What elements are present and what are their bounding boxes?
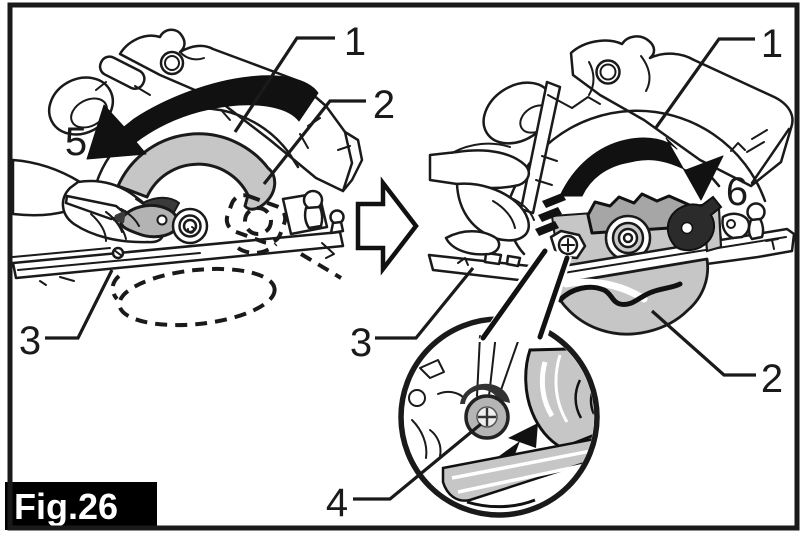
- callout-4-detail: 4: [326, 481, 348, 525]
- left-dashed-guard-path: [117, 266, 277, 328]
- right-knob: [746, 202, 766, 222]
- magnifier-detail: [398, 246, 600, 518]
- callout-numbers: 1 2 5 3 1 6 3 2 4: [19, 20, 783, 525]
- figure-label-background: [5, 482, 157, 530]
- leader-right-3: [375, 266, 475, 340]
- transition-arrow-icon: [355, 176, 419, 276]
- callout-1-left: 1: [344, 20, 366, 64]
- right-guard-screw: [549, 229, 587, 260]
- leader-detail-4: [353, 422, 483, 501]
- callout-3-left: 3: [19, 319, 41, 363]
- callout-6-right: 6: [726, 170, 748, 214]
- right-grip-rod: [519, 80, 562, 215]
- left-rear-grip: [47, 76, 115, 136]
- left-phantom-lever-dashed: [224, 193, 288, 255]
- figure-label: Fig.26: [14, 486, 118, 527]
- leader-right-2: [650, 309, 756, 377]
- left-front-grip-bar: [98, 55, 146, 90]
- right-hand: [428, 142, 535, 256]
- callout-1-right: 1: [761, 22, 783, 66]
- right-lower-guard: [550, 257, 710, 336]
- left-saw-illustration: [11, 28, 364, 328]
- callout-2-left: 2: [373, 83, 395, 127]
- callout-5-left: 5: [65, 120, 87, 164]
- right-saw-illustration: [427, 35, 796, 336]
- right-rotation-arrow: [559, 137, 724, 201]
- leader-left-1: [233, 36, 335, 133]
- right-arbor-bolt: [604, 214, 652, 262]
- left-guard-gray-band: [116, 132, 277, 211]
- leader-right-1: [653, 37, 755, 130]
- leader-left-2: [262, 99, 366, 185]
- right-retract-lever: [666, 195, 723, 253]
- figure-label-box: Fig.26: [5, 482, 157, 530]
- left-arbor-bolt: [171, 207, 209, 245]
- right-arrow-tail-dashes: [535, 193, 566, 236]
- callout-2-right: 2: [761, 357, 783, 401]
- callout-3-right: 3: [350, 321, 372, 365]
- guard-arrow-mark: [508, 423, 538, 448]
- callout-leader-lines: [45, 36, 756, 501]
- right-saw-housing: [569, 35, 794, 188]
- leader-left-3: [45, 269, 114, 340]
- figure-border: [7, 2, 800, 531]
